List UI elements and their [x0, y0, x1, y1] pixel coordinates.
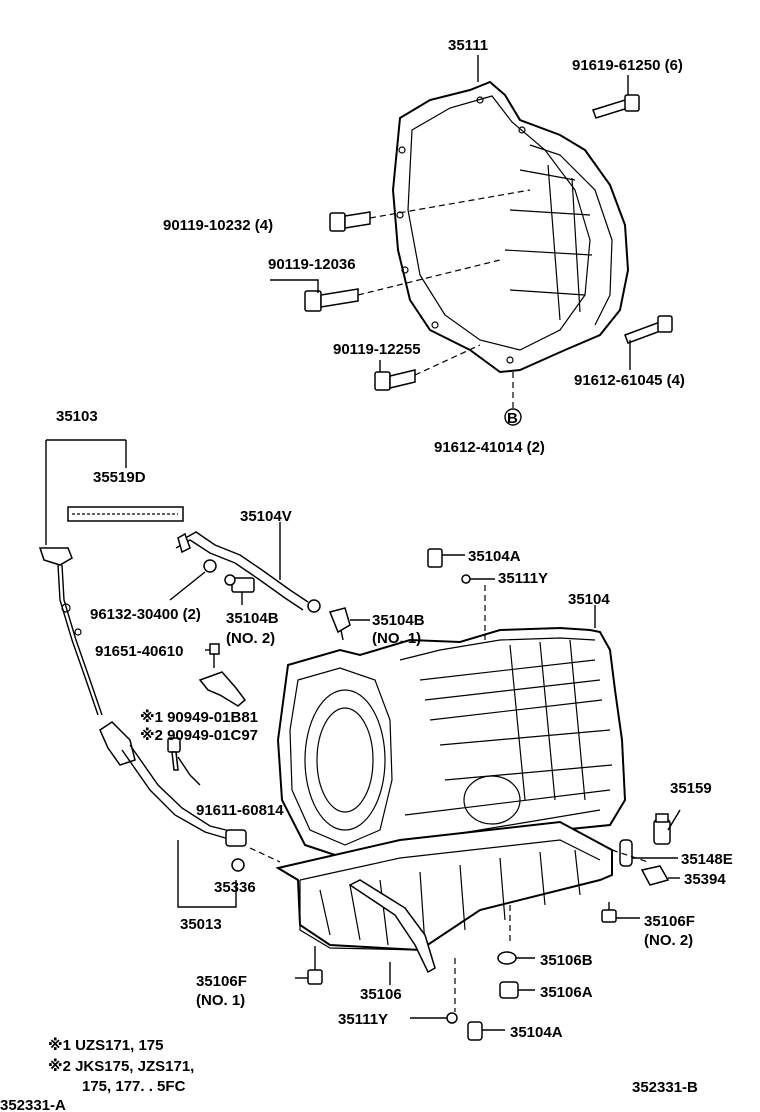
breather-union-35104B-no2 — [224, 574, 255, 593]
washer-35106B — [497, 951, 517, 965]
label-35106F-no2: 35106F — [644, 913, 695, 930]
clamp-90949 — [198, 671, 247, 707]
label-90949-01B81: ※1 90949-01B81 — [140, 708, 258, 726]
filler-tube-35013 — [99, 721, 247, 872]
plug-35104A-top — [427, 548, 443, 568]
label-90119-12036: 90119-12036 — [268, 256, 356, 273]
label-35519D: 35519D — [93, 469, 146, 486]
label-35013: 35013 — [180, 916, 222, 933]
bolt-90119-12255 — [374, 369, 416, 391]
label-91612-61045: 91612-61045 (4) — [574, 372, 685, 389]
bolt-35106F-no1 — [307, 946, 323, 985]
sensor-35159 — [653, 813, 671, 845]
label-90949-01C97: ※2 90949-01C97 — [140, 726, 258, 744]
label-35106F-no1-suffix: (NO. 1) — [196, 992, 245, 1009]
footnote-3: 175, 177. . 5FC — [82, 1078, 186, 1095]
label-91611-60814: 91611-60814 — [196, 802, 284, 819]
label-96132-30400: 96132-30400 (2) — [90, 606, 201, 623]
dipstick-35103 — [38, 547, 103, 716]
diagram-code-right: 352331-B — [632, 1079, 698, 1096]
label-35111: 35111 — [448, 37, 488, 54]
label-35104B-no2-suffix: (NO. 2) — [226, 630, 275, 647]
label-35394: 35394 — [684, 871, 726, 888]
label-35104A-bot: 35104A — [510, 1024, 563, 1041]
bolt-91651-40610 — [209, 643, 220, 668]
label-35104B-no2: 35104B — [226, 610, 279, 627]
bolt-90119-12036 — [304, 288, 359, 312]
label-35106F-no2-suffix: (NO. 2) — [644, 932, 693, 949]
dipstick-tag-35519D — [67, 506, 184, 522]
part-35148E — [619, 839, 633, 867]
label-35106: 35106 — [360, 986, 402, 1003]
part-35394 — [640, 865, 670, 886]
label-91619-61250: 91619-61250 (6) — [572, 57, 683, 74]
label-35111Y-bot: 35111Y — [338, 1011, 388, 1028]
label-90119-10232: 90119-10232 (4) — [163, 217, 273, 234]
bolt-91619-61250 — [592, 94, 640, 119]
drain-plug-35104A-bot — [467, 1021, 483, 1041]
bolt-91611-60814 — [167, 737, 181, 771]
bolt-35106F-no2 — [601, 902, 617, 923]
label-35104B-no1: 35104B — [372, 612, 425, 629]
label-35111Y-top: 35111Y — [498, 570, 548, 587]
label-35106F-no1: 35106F — [196, 973, 247, 990]
diagram-code-left: 352331-A — [0, 1097, 66, 1112]
breather-plug-35104B-no1 — [328, 607, 351, 641]
labels: 35111 91619-61250 (6) 90119-10232 (4) 90… — [56, 37, 733, 1041]
label-35148E: 35148E — [681, 851, 733, 868]
label-35104: 35104 — [568, 591, 610, 608]
oil-pan-35106 — [275, 820, 613, 974]
footnotes: ※1 UZS171, 175 ※2 JKS175, JZS171, 175, 1… — [48, 1036, 194, 1095]
footnote-1: ※1 UZS171, 175 — [48, 1036, 163, 1054]
label-35106A: 35106A — [540, 984, 593, 1001]
label-90119-12255: 90119-12255 — [333, 341, 421, 358]
label-35104A-top: 35104A — [468, 548, 521, 565]
label-35104B-no1-suffix: (NO. 1) — [372, 630, 421, 647]
bolt-90119-10232 — [329, 211, 371, 232]
label-35106B: 35106B — [540, 952, 593, 969]
bell-housing — [391, 80, 630, 374]
label-91612-41014: 91612-41014 (2) — [434, 439, 545, 456]
plug-35106A — [499, 981, 519, 999]
bolt-91612-61045 — [624, 315, 673, 344]
label-35103: 35103 — [56, 408, 98, 425]
footnote-2: ※2 JKS175, JZS171, — [48, 1057, 194, 1075]
label-b-marker: B — [507, 410, 518, 427]
label-35104V: 35104V — [240, 508, 292, 525]
transmission-case-35104 — [276, 626, 627, 867]
label-35159: 35159 — [670, 780, 712, 797]
label-91651-40610: 91651-40610 — [95, 643, 183, 660]
breather-hose-35104V — [175, 531, 321, 613]
label-35336: 35336 — [214, 879, 256, 896]
